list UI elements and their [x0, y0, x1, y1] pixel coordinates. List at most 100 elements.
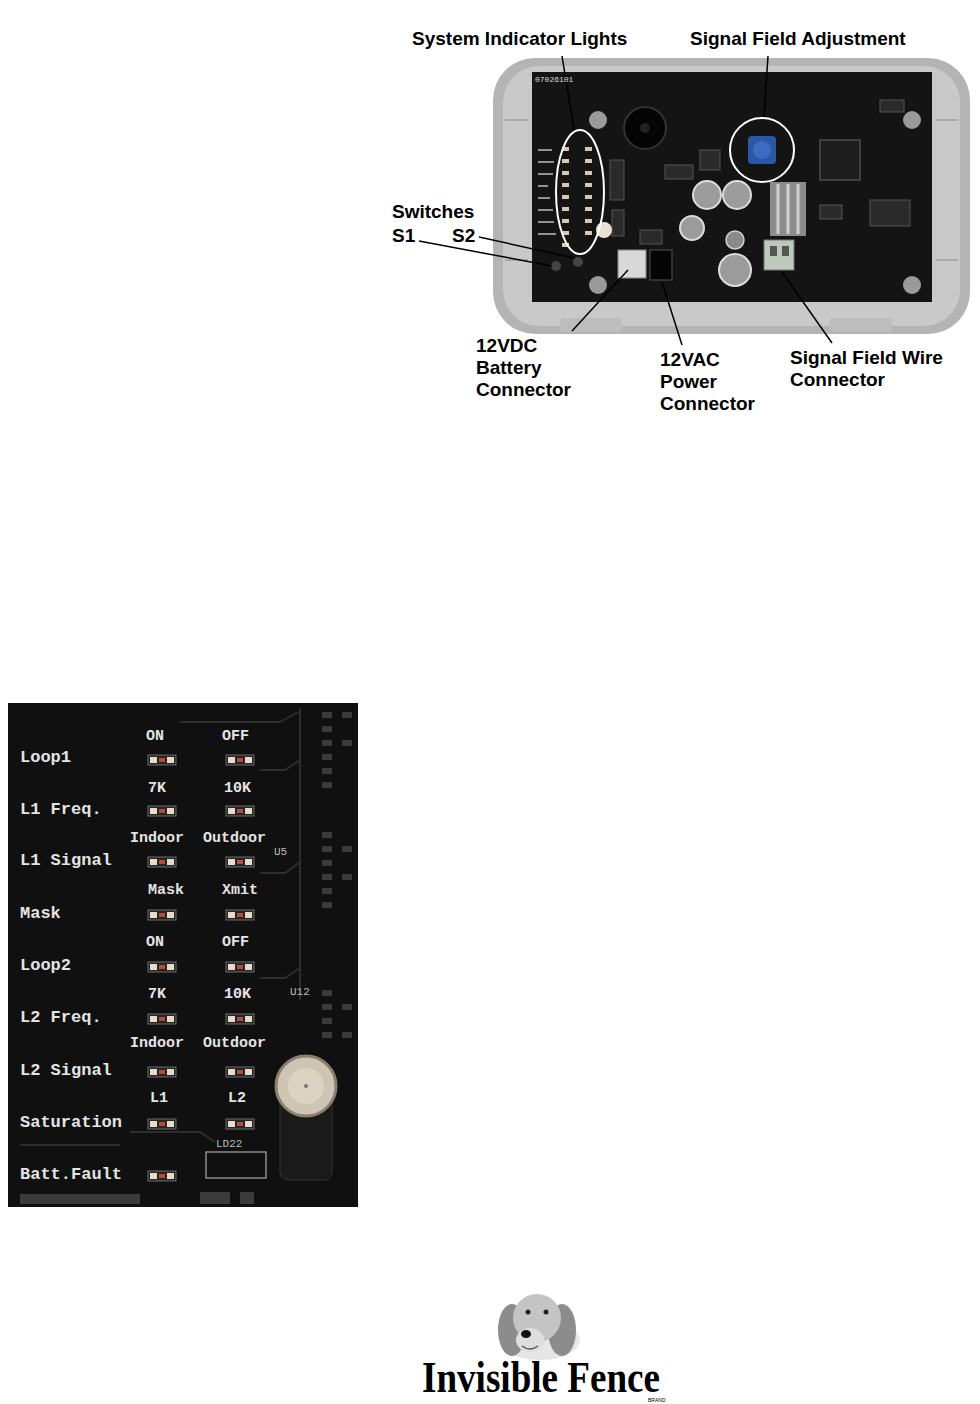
- leader-line: [782, 272, 832, 343]
- led-indicator: [226, 962, 254, 972]
- led-row-label: Loop1: [20, 748, 71, 768]
- led-indicator: [245, 1069, 252, 1075]
- indicator-panel-photo: [322, 768, 332, 774]
- housing: [560, 318, 622, 332]
- led-indicator: [237, 758, 243, 762]
- indicator-panel-photo: [322, 754, 332, 760]
- led-indicator: [237, 809, 243, 813]
- highlight-ellipse: [730, 118, 794, 182]
- circuit-board: [585, 207, 592, 211]
- led-indicator: [148, 1119, 176, 1129]
- part-reference: LD22: [216, 1138, 242, 1151]
- led-indicator: [150, 1069, 157, 1075]
- callout-label: System Indicator Lights: [412, 28, 627, 50]
- led-indicator: [228, 1016, 235, 1022]
- led-indicator: [245, 757, 252, 763]
- led-indicator: [226, 755, 254, 765]
- led-indicator: [245, 808, 252, 814]
- led-indicator: [237, 1017, 243, 1021]
- led-column-label: Indoor: [130, 830, 184, 847]
- circuit-board: [640, 123, 650, 133]
- led-column-label: OFF: [222, 934, 249, 951]
- led-indicator: [150, 1173, 157, 1179]
- led-indicator: [228, 1069, 235, 1075]
- callout-label: 12VDC Battery Connector: [476, 335, 586, 401]
- led-column-label: OFF: [222, 728, 249, 745]
- circuit-board: [820, 205, 842, 219]
- circuit-board: [770, 246, 777, 256]
- indicator-panel-photo: [322, 726, 332, 732]
- led-column-label: 10K: [224, 986, 251, 1003]
- led-row-label: L1 Signal: [20, 851, 112, 871]
- circuit-board: [562, 219, 569, 223]
- indicator-panel-photo: [342, 740, 352, 746]
- led-indicator: [148, 962, 176, 972]
- indicator-panel-photo: [8, 703, 358, 1207]
- indicator-panel-photo: [322, 712, 332, 718]
- led-indicator: [148, 806, 176, 816]
- led-indicator: [226, 910, 254, 920]
- led-indicator: [159, 860, 165, 864]
- circuit-board: [538, 233, 556, 235]
- circuit-board: [585, 231, 592, 235]
- led-indicator: [148, 1014, 176, 1024]
- circuit-board: [562, 159, 569, 163]
- led-column-label: L1: [150, 1090, 168, 1107]
- part-reference: U12: [290, 986, 310, 999]
- circuit-board: [573, 257, 583, 267]
- circuit-board: [640, 230, 662, 244]
- led-indicator: [150, 1121, 157, 1127]
- led-indicator: [150, 912, 157, 918]
- led-indicator: [167, 912, 174, 918]
- led-indicator: [159, 809, 165, 813]
- circuit-board: [538, 161, 554, 163]
- indicator-panel-photo: [322, 832, 332, 838]
- circuit-board: [777, 184, 780, 234]
- circuit-board: [787, 184, 790, 234]
- led-indicator: [167, 808, 174, 814]
- housing: [830, 318, 892, 332]
- led-indicator: [245, 1016, 252, 1022]
- circuit-board: [753, 141, 771, 159]
- circuit-board: [764, 240, 794, 270]
- callout-label: S1: [392, 225, 415, 247]
- circuit-board: [562, 147, 592, 247]
- circuit-board: [903, 276, 921, 294]
- housing: [503, 66, 960, 326]
- led-indicator: [226, 1067, 254, 1077]
- leader-line: [562, 56, 574, 130]
- housing: [493, 58, 970, 334]
- circuit-board: [770, 182, 806, 236]
- circuit-board: [532, 72, 932, 302]
- led-indicator: [226, 755, 254, 765]
- led-indicator: [228, 808, 235, 814]
- callout-label: Signal Field Adjustment: [690, 28, 906, 50]
- led-indicator: [150, 859, 157, 865]
- circuit-board: [538, 185, 548, 187]
- housing: [505, 119, 528, 121]
- indicator-panel-photo: [260, 862, 300, 873]
- part-reference: U5: [274, 846, 287, 859]
- led-column-label: Indoor: [130, 1035, 184, 1052]
- led-indicator: [226, 806, 254, 816]
- led-row-label: L2 Freq.: [20, 1008, 102, 1028]
- led-indicator: [226, 962, 254, 972]
- indicator-panel-photo: [260, 968, 300, 978]
- indicator-panel-photo: [260, 760, 300, 770]
- circuit-board: [585, 219, 592, 223]
- led-indicator: [148, 857, 176, 867]
- circuit-board: [650, 250, 672, 280]
- led-row-label: L2 Signal: [20, 1061, 112, 1081]
- led-row-label: L1 Freq.: [20, 800, 102, 820]
- indicator-panel-photo: [342, 1004, 352, 1010]
- indicator-panel-photo: [342, 712, 352, 718]
- circuit-board: [797, 184, 800, 234]
- led-indicator: [148, 755, 176, 765]
- indicator-panel-photo: [322, 990, 332, 996]
- indicator-panel-photo: [322, 1018, 332, 1024]
- logo-dog: [544, 1310, 549, 1315]
- led-indicator: [150, 808, 157, 814]
- led-indicator: [228, 757, 235, 763]
- circuit-board: [538, 149, 552, 151]
